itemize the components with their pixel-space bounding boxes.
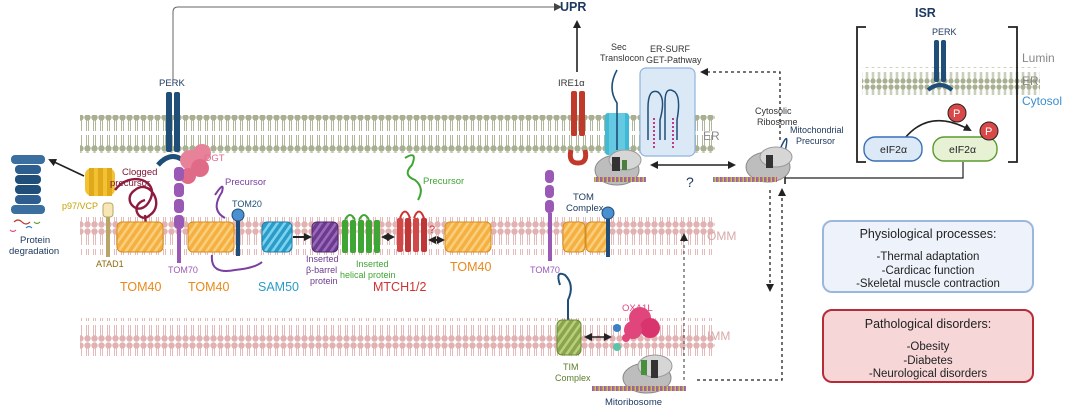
tim-precursor-chain: [557, 272, 572, 320]
pathological-item: -Neurological disorders: [868, 368, 988, 380]
er-label: ER: [703, 129, 720, 143]
isr-bracket-left: [856, 26, 866, 163]
imm-label: IMM: [707, 329, 730, 343]
eif2a-phospho-box: [932, 136, 998, 162]
tom40-label-3: TOM40: [450, 260, 491, 274]
oxa1l-label: OXA1L: [622, 303, 653, 314]
tim-complex: [556, 319, 582, 356]
tom40-label-1: TOM40: [120, 280, 161, 294]
physiological-item: -Cardicac function: [881, 264, 975, 277]
tom70-right-label: TOM70: [530, 265, 560, 275]
phosphate-icon-2: [979, 121, 999, 141]
to-proteasome-arrow: [48, 158, 85, 177]
pathological-disorders-box: Pathological disorders: -Obesity -Diabet…: [822, 309, 1034, 383]
isr-perk-label: PERK: [932, 27, 957, 37]
beta-barrel-protein: [311, 221, 339, 253]
isr-inhibition-line: [785, 162, 964, 179]
tom70-left: [174, 167, 184, 263]
ire1a-label: IRE1α: [558, 78, 585, 89]
tom70-left-label: TOM70: [168, 265, 198, 275]
cytosolic-ribosome: [745, 138, 793, 183]
sam50-channel: [261, 221, 293, 253]
cytosolic-mrna: [713, 177, 777, 182]
sam50-label: SAM50: [258, 280, 299, 294]
isr-bracket-right: [1008, 26, 1018, 163]
mitoribosome-label: Mitoribosome: [605, 397, 662, 408]
precursor-purple-chain: [210, 185, 263, 272]
isr-title: ISR: [915, 6, 936, 20]
tom40-channel-3: [444, 221, 492, 253]
mitoribosome: [622, 354, 673, 394]
phosphate-icon-1: [947, 103, 967, 123]
p97-vcp-label: p97/VCP: [62, 201, 98, 211]
mtch-protein: [397, 210, 427, 252]
inserted-helical-protein: [342, 214, 380, 253]
pathological-item: -Diabetes: [903, 354, 953, 367]
cytosol-label: Cytosol: [1022, 94, 1062, 108]
omm-label: OMM: [707, 229, 736, 243]
isr-er-label: ER: [1022, 74, 1039, 88]
physiological-item: -Thermal adaptation: [876, 251, 980, 263]
physiological-processes-box: Physiological processes: -Thermal adapta…: [822, 220, 1034, 293]
atad1-label: ATAD1: [96, 259, 124, 269]
mitoribosome-to-cytosol-dashed-arrow: [697, 188, 786, 381]
mtch-question-mark: ?: [429, 224, 435, 236]
ogt-label: OGT: [204, 153, 225, 164]
perk-to-upr-arrow: [172, 6, 560, 80]
ribosome-to-er-dashed-arrow: [700, 68, 781, 140]
physiological-title: Physiological processes:: [859, 227, 997, 241]
pathological-item: -Obesity: [906, 341, 950, 353]
tom20-receptor: [231, 208, 245, 256]
precursor-green-chain: [404, 154, 422, 201]
phosphorylation-arrow: [904, 119, 972, 139]
sec-translocon: [605, 69, 629, 155]
eif2a-label: eIF2α: [880, 144, 907, 156]
er-mrna: [594, 177, 646, 182]
er-question-mark: ?: [686, 174, 694, 190]
tom20-label: TOM20: [232, 199, 262, 209]
isr-perk-receptor: [926, 40, 954, 92]
lumin-label: Lumin: [1022, 51, 1055, 65]
mtch-label: MTCH1/2: [373, 280, 427, 294]
degraded-peptides-icon: [9, 219, 41, 233]
proteasome-icon: [11, 155, 45, 214]
tom20-right: [601, 206, 615, 257]
upr-label: UPR: [560, 0, 586, 14]
isr-panel: ISR PERK Lumin ER Cytosol eIF2α eIF2α P …: [784, 6, 1062, 184]
p97-vcp-complex: [85, 168, 115, 196]
eif2a-phospho-label: eIF2α: [949, 144, 976, 156]
tom40-channel-2: [187, 221, 235, 253]
mito-mrna: [592, 386, 686, 391]
perk-label: PERK: [159, 78, 186, 89]
eif2a-box: [863, 136, 923, 162]
oxa1l-insertase: [613, 307, 660, 351]
tom40-channel-1: [116, 221, 164, 253]
physiological-item: -Skeletal muscle contraction: [856, 278, 1000, 290]
get-pathway-proteins: [647, 89, 680, 150]
tom40-label-2: TOM40: [188, 280, 229, 294]
phosphate-label-2: P: [985, 126, 992, 138]
pathological-title: Pathological disorders:: [864, 317, 992, 331]
tom70-right: [545, 170, 554, 261]
phosphate-label-1: P: [953, 108, 960, 120]
precursor-green-label: Precursor: [423, 176, 464, 187]
atad1-protein: [102, 202, 114, 257]
ire1a-receptor: [567, 91, 589, 166]
precursor-purple-label: Precursor: [225, 177, 266, 188]
inner-mitochondrial-membrane: [80, 318, 715, 356]
